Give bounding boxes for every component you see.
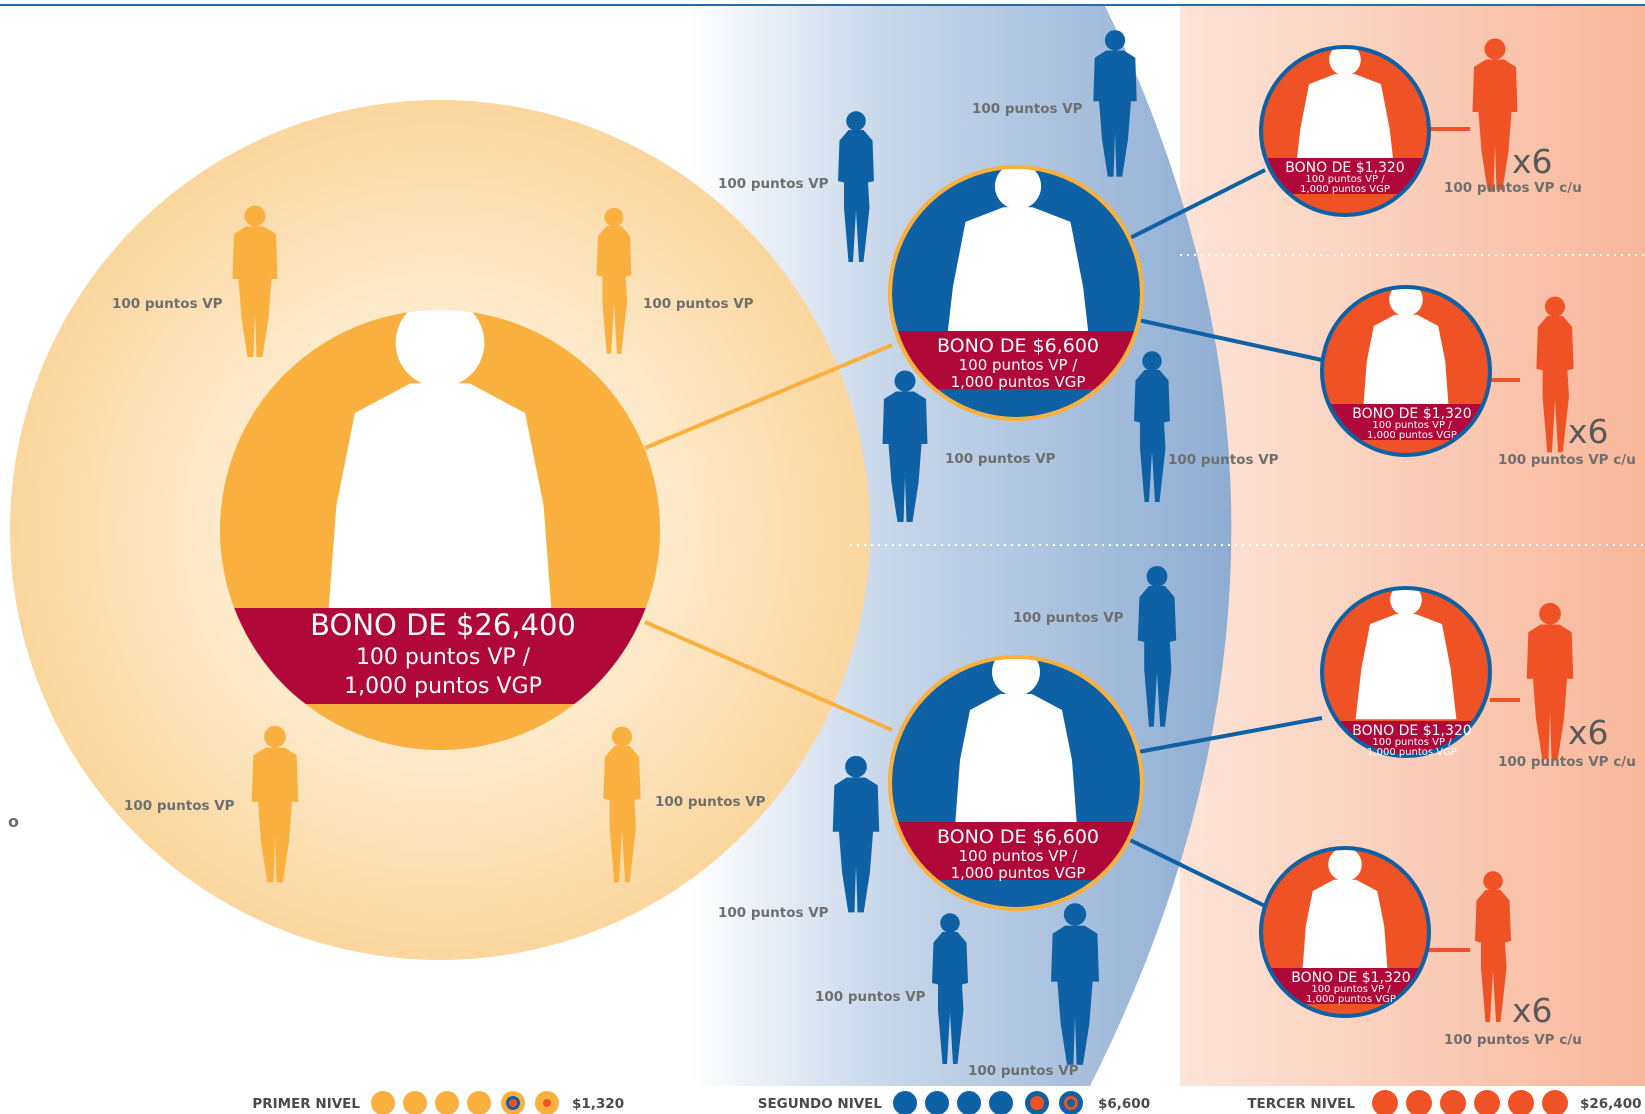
vp-label: 100 puntos VP: [1168, 452, 1279, 468]
vp-label: 100 puntos VP: [718, 905, 829, 921]
tier2-bono-banner: [890, 822, 1142, 880]
tier3-bono-line2: 1,000 puntos VGP: [1300, 184, 1390, 195]
tier1-member-circle: BONO DE $26,400 100 puntos VP / 1,000 pu…: [220, 310, 660, 750]
tier3-bono-line1: 100 puntos VP /: [1311, 984, 1391, 995]
vp-label: 100 puntos VP: [968, 1063, 1079, 1079]
multiplier-text: x6: [1568, 412, 1609, 451]
tier1-bono-line1: 100 puntos VP /: [356, 645, 531, 670]
tier2-bono-title: BONO DE $6,600: [937, 335, 1099, 357]
vp-each-label: 100 puntos VP c/u: [1498, 754, 1636, 770]
tier2-member-circle-lower: BONO DE $6,600 100 puntos VP / 1,000 pun…: [888, 655, 1144, 911]
legend-label: PRIMER NIVEL: [252, 1096, 360, 1112]
tier3-member-circle-1: BONO DE $1,320 100 puntos VP / 1,000 pun…: [1259, 45, 1431, 217]
vp-label: 100 puntos VP: [815, 989, 926, 1005]
connectors: [644, 127, 1520, 952]
tier2-bono-line2: 1,000 puntos VGP: [951, 373, 1086, 391]
tier2-bono-title: BONO DE $6,600: [937, 826, 1099, 848]
legend-primer-nivel: PRIMER NIVEL $1,320: [252, 1091, 624, 1114]
legend-value: $1,320: [572, 1096, 624, 1112]
top-rule: [0, 4, 1645, 6]
legend-segundo-nivel: SEGUNDO NIVEL $6,600: [758, 1091, 1150, 1114]
legend-label: TERCER NIVEL: [1247, 1096, 1355, 1112]
multiplier-text: x6: [1568, 713, 1609, 752]
tier3-bono-title: BONO DE $1,320: [1352, 406, 1471, 422]
vp-label: 100 puntos VP: [643, 296, 754, 312]
tier3-bono-line1: 100 puntos VP /: [1372, 737, 1452, 748]
tier2-bono-banner: [890, 331, 1142, 389]
tier1-bono-line2: 1,000 puntos VGP: [344, 674, 542, 699]
legend-label: SEGUNDO NIVEL: [758, 1096, 883, 1112]
vp-label: 100 puntos VP: [124, 798, 235, 814]
tier3-bono-line2: 1,000 puntos VGP: [1367, 430, 1457, 441]
tier3-bono-title: BONO DE $1,320: [1291, 970, 1410, 986]
vp-each-label: 100 puntos VP c/u: [1444, 180, 1582, 196]
legend-value: $6,600: [1098, 1096, 1150, 1112]
tier3-bono-title: BONO DE $1,320: [1352, 723, 1471, 739]
vp-each-label: 100 puntos VP c/u: [1498, 452, 1636, 468]
tier3-bono-line2: 1,000 puntos VGP: [1306, 994, 1396, 1005]
cut-text: o: [8, 812, 19, 831]
tier3-bono-line1: 100 puntos VP /: [1372, 420, 1452, 431]
tier3-bono-title: BONO DE $1,320: [1285, 160, 1404, 176]
tier3-bono-banner: [1261, 158, 1429, 194]
vp-label: 100 puntos VP: [718, 176, 829, 192]
legend-value: $26,400: [1580, 1096, 1642, 1112]
vp-each-label: 100 puntos VP c/u: [1444, 1032, 1582, 1048]
tier3-bono-line2: 1,000 puntos VGP: [1367, 747, 1457, 758]
tier1-bono-title: BONO DE $26,400: [310, 608, 576, 642]
multiplier-text: x6: [1512, 142, 1553, 181]
tier2-member-circle-upper: BONO DE $6,600 100 puntos VP / 1,000 pun…: [888, 165, 1144, 421]
multiplier-text: x6: [1512, 991, 1553, 1030]
vp-label: 100 puntos VP: [655, 794, 766, 810]
vp-label: 100 puntos VP: [112, 296, 223, 312]
tier2-bono-line2: 1,000 puntos VGP: [951, 864, 1086, 882]
tier1-bono-banner: [220, 608, 660, 704]
legend-bar: [0, 1086, 1645, 1114]
tier3-bono-line1: 100 puntos VP /: [1305, 174, 1385, 185]
vp-label: 100 puntos VP: [1013, 610, 1124, 626]
tier2-bono-line1: 100 puntos VP /: [959, 847, 1079, 865]
tier2-bono-line1: 100 puntos VP /: [959, 356, 1079, 374]
vp-label: 100 puntos VP: [972, 101, 1083, 117]
vp-label: 100 puntos VP: [945, 451, 1056, 467]
tier3-member-circle-2: BONO DE $1,320 100 puntos VP / 1,000 pun…: [1320, 285, 1492, 457]
legend-tercer-nivel: TERCER NIVEL $26,400: [1247, 1090, 1642, 1114]
